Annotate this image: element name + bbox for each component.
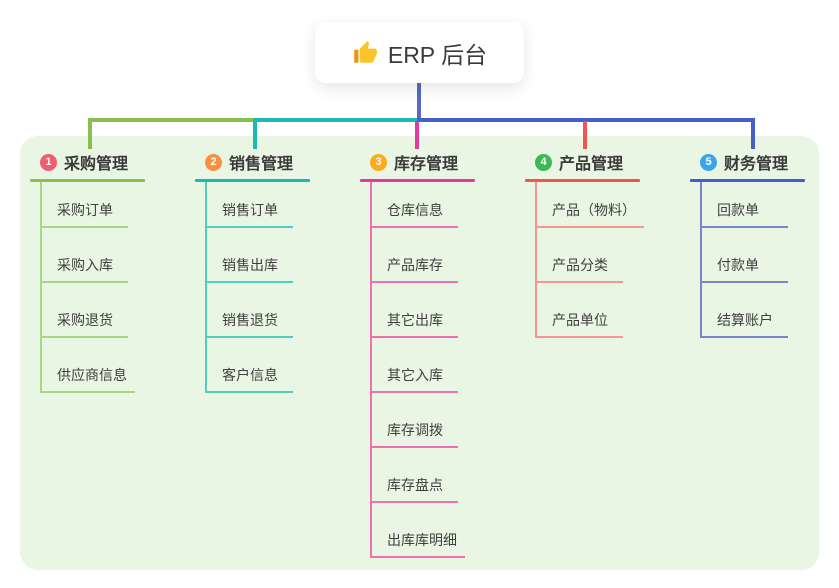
child-node[interactable]: 供应商信息 bbox=[40, 338, 135, 393]
child-node-label: 回款单 bbox=[717, 202, 759, 218]
child-node[interactable]: 产品库存 bbox=[370, 228, 458, 283]
child-node-label: 采购订单 bbox=[57, 202, 113, 218]
child-node[interactable]: 其它出库 bbox=[370, 283, 458, 338]
child-node[interactable]: 销售订单 bbox=[205, 182, 293, 228]
child-node-label: 产品库存 bbox=[387, 257, 443, 273]
connector-h-finance bbox=[417, 118, 755, 122]
child-node-label: 采购入库 bbox=[57, 257, 113, 273]
child-node-label: 结算账户 bbox=[717, 312, 773, 328]
connector-drop-sales bbox=[253, 118, 257, 149]
child-node-label: 供应商信息 bbox=[57, 367, 127, 383]
branch-purchase-label: 采购管理 bbox=[64, 156, 129, 173]
child-node[interactable]: 采购订单 bbox=[40, 182, 128, 228]
child-node-label: 其它入库 bbox=[387, 367, 443, 383]
child-node-label: 产品单位 bbox=[552, 312, 608, 328]
child-node[interactable]: 产品（物料） bbox=[535, 182, 644, 228]
branch-purchase-children: 采购订单采购入库采购退货供应商信息 bbox=[40, 182, 145, 393]
child-node[interactable]: 结算账户 bbox=[700, 283, 788, 338]
child-node[interactable]: 库存调拨 bbox=[370, 393, 458, 448]
connector-h-purchase bbox=[88, 118, 255, 122]
branch-finance-label: 财务管理 bbox=[724, 156, 789, 173]
connector-drop-product bbox=[583, 121, 587, 149]
branch-product-children: 产品（物料） 产品分类产品单位 bbox=[535, 182, 644, 338]
child-node[interactable]: 库存盘点 bbox=[370, 448, 458, 503]
root-title: ERP 后台 bbox=[387, 41, 488, 68]
child-node[interactable]: 销售退货 bbox=[205, 283, 293, 338]
child-node-label: 销售订单 bbox=[222, 202, 278, 218]
child-node-label: 销售出库 bbox=[222, 257, 278, 273]
badge-4: 4 bbox=[535, 153, 552, 171]
child-node-label: 产品分类 bbox=[552, 257, 608, 273]
connector-h-sales bbox=[253, 118, 417, 122]
branch-inventory-underline bbox=[360, 179, 475, 182]
child-node-label: 其它出库 bbox=[387, 312, 443, 328]
child-node-label: 库存盘点 bbox=[387, 477, 443, 493]
branch-sales-node[interactable]: 2 销售管理 bbox=[195, 148, 310, 176]
branch-inventory-node[interactable]: 3 库存管理 bbox=[360, 148, 475, 176]
child-node-label: 仓库信息 bbox=[387, 202, 443, 218]
child-node[interactable]: 回款单 bbox=[700, 182, 788, 228]
branch-purchase-underline bbox=[30, 179, 145, 182]
thumbs-up-icon bbox=[352, 40, 378, 66]
badge-3: 3 bbox=[370, 153, 387, 171]
branch-inventory-children: 仓库信息产品库存其它出库其它入库库存调拨库存盘点出库库明细 bbox=[370, 182, 475, 558]
branch-inventory: 3 库存管理 仓库信息产品库存其它出库其它入库库存调拨库存盘点出库库明细 bbox=[360, 148, 475, 558]
branch-finance-node[interactable]: 5 财务管理 bbox=[690, 148, 805, 176]
branch-product: 4 产品管理 产品（物料） 产品分类产品单位 bbox=[525, 148, 644, 338]
connector-drop-inventory bbox=[415, 121, 419, 149]
child-node[interactable]: 产品分类 bbox=[535, 228, 623, 283]
child-node[interactable]: 销售出库 bbox=[205, 228, 293, 283]
child-node[interactable]: 采购入库 bbox=[40, 228, 128, 283]
connector-root-stem bbox=[417, 83, 421, 120]
child-node-label: 付款单 bbox=[717, 257, 759, 273]
branch-finance-underline bbox=[690, 179, 805, 182]
branch-sales-underline bbox=[195, 179, 310, 182]
root-node[interactable]: ERP 后台 bbox=[315, 22, 524, 83]
branch-product-node[interactable]: 4 产品管理 bbox=[525, 148, 640, 176]
connector-drop-purchase bbox=[88, 118, 92, 149]
badge-1: 1 bbox=[40, 153, 57, 171]
child-node[interactable]: 采购退货 bbox=[40, 283, 128, 338]
branch-sales-label: 销售管理 bbox=[229, 156, 294, 173]
branch-finance-children: 回款单付款单结算账户 bbox=[700, 182, 805, 338]
child-node[interactable]: 出库库明细 bbox=[370, 503, 465, 558]
branch-purchase-node[interactable]: 1 采购管理 bbox=[30, 148, 145, 176]
child-node-label: 采购退货 bbox=[57, 312, 113, 328]
branch-sales-children: 销售订单销售出库销售退货客户信息 bbox=[205, 182, 310, 393]
connector-drop-finance bbox=[751, 118, 755, 149]
branch-inventory-label: 库存管理 bbox=[394, 156, 459, 173]
branch-product-underline bbox=[525, 179, 640, 182]
child-node[interactable]: 产品单位 bbox=[535, 283, 623, 338]
child-node-label: 出库库明细 bbox=[387, 532, 457, 548]
branch-sales: 2 销售管理 销售订单销售出库销售退货客户信息 bbox=[195, 148, 310, 393]
child-node-label: 库存调拨 bbox=[387, 422, 443, 438]
child-node[interactable]: 仓库信息 bbox=[370, 182, 458, 228]
child-node-label: 客户信息 bbox=[222, 367, 278, 383]
child-node-label: 产品（物料） bbox=[552, 202, 636, 218]
badge-2: 2 bbox=[205, 153, 222, 171]
child-node[interactable]: 其它入库 bbox=[370, 338, 458, 393]
branch-product-label: 产品管理 bbox=[559, 156, 624, 173]
branch-purchase: 1 采购管理 采购订单采购入库采购退货供应商信息 bbox=[30, 148, 145, 393]
branch-finance: 5 财务管理 回款单付款单结算账户 bbox=[690, 148, 805, 338]
branches-panel bbox=[20, 136, 819, 570]
child-node[interactable]: 客户信息 bbox=[205, 338, 293, 393]
child-node[interactable]: 付款单 bbox=[700, 228, 788, 283]
badge-5: 5 bbox=[700, 153, 717, 171]
child-node-label: 销售退货 bbox=[222, 312, 278, 328]
